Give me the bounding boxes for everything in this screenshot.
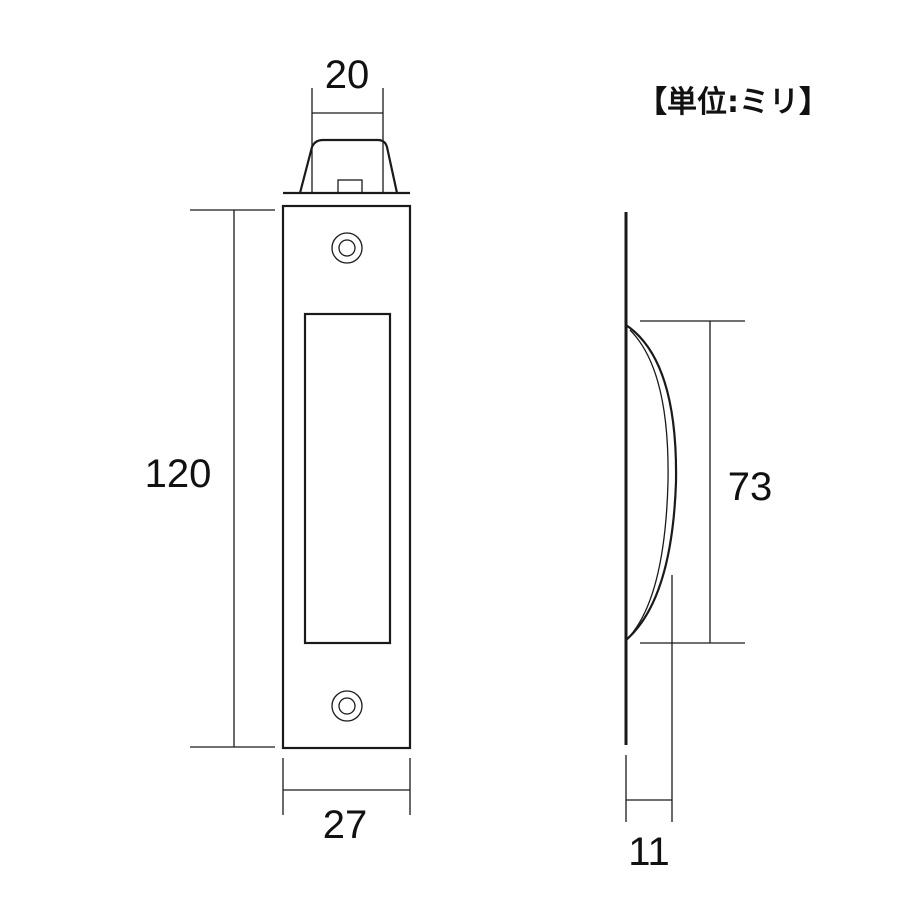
dimension-top-width: 20 xyxy=(311,53,384,140)
dimension-height-label: 120 xyxy=(145,452,212,496)
side-view xyxy=(624,212,678,745)
dimension-recess-height-label: 73 xyxy=(728,465,773,509)
bottom-screw-hole xyxy=(331,690,363,722)
recess-window xyxy=(303,312,392,645)
plate-outline xyxy=(281,204,412,750)
front-view xyxy=(281,138,412,750)
dimension-depth-label: 11 xyxy=(628,830,670,874)
top-cap xyxy=(283,138,410,195)
dimension-bottom-width-label: 27 xyxy=(323,803,368,847)
unit-label: 【単位:ミリ】 xyxy=(637,85,829,120)
dimension-recess-height: 73 xyxy=(640,320,773,644)
dimension-height: 120 xyxy=(145,209,275,748)
side-recess-curve xyxy=(625,324,678,641)
dimension-top-width-label: 20 xyxy=(325,53,370,97)
dimension-depth: 11 xyxy=(625,575,673,874)
dimension-bottom-width: 27 xyxy=(282,758,411,847)
top-screw-hole xyxy=(331,232,363,264)
